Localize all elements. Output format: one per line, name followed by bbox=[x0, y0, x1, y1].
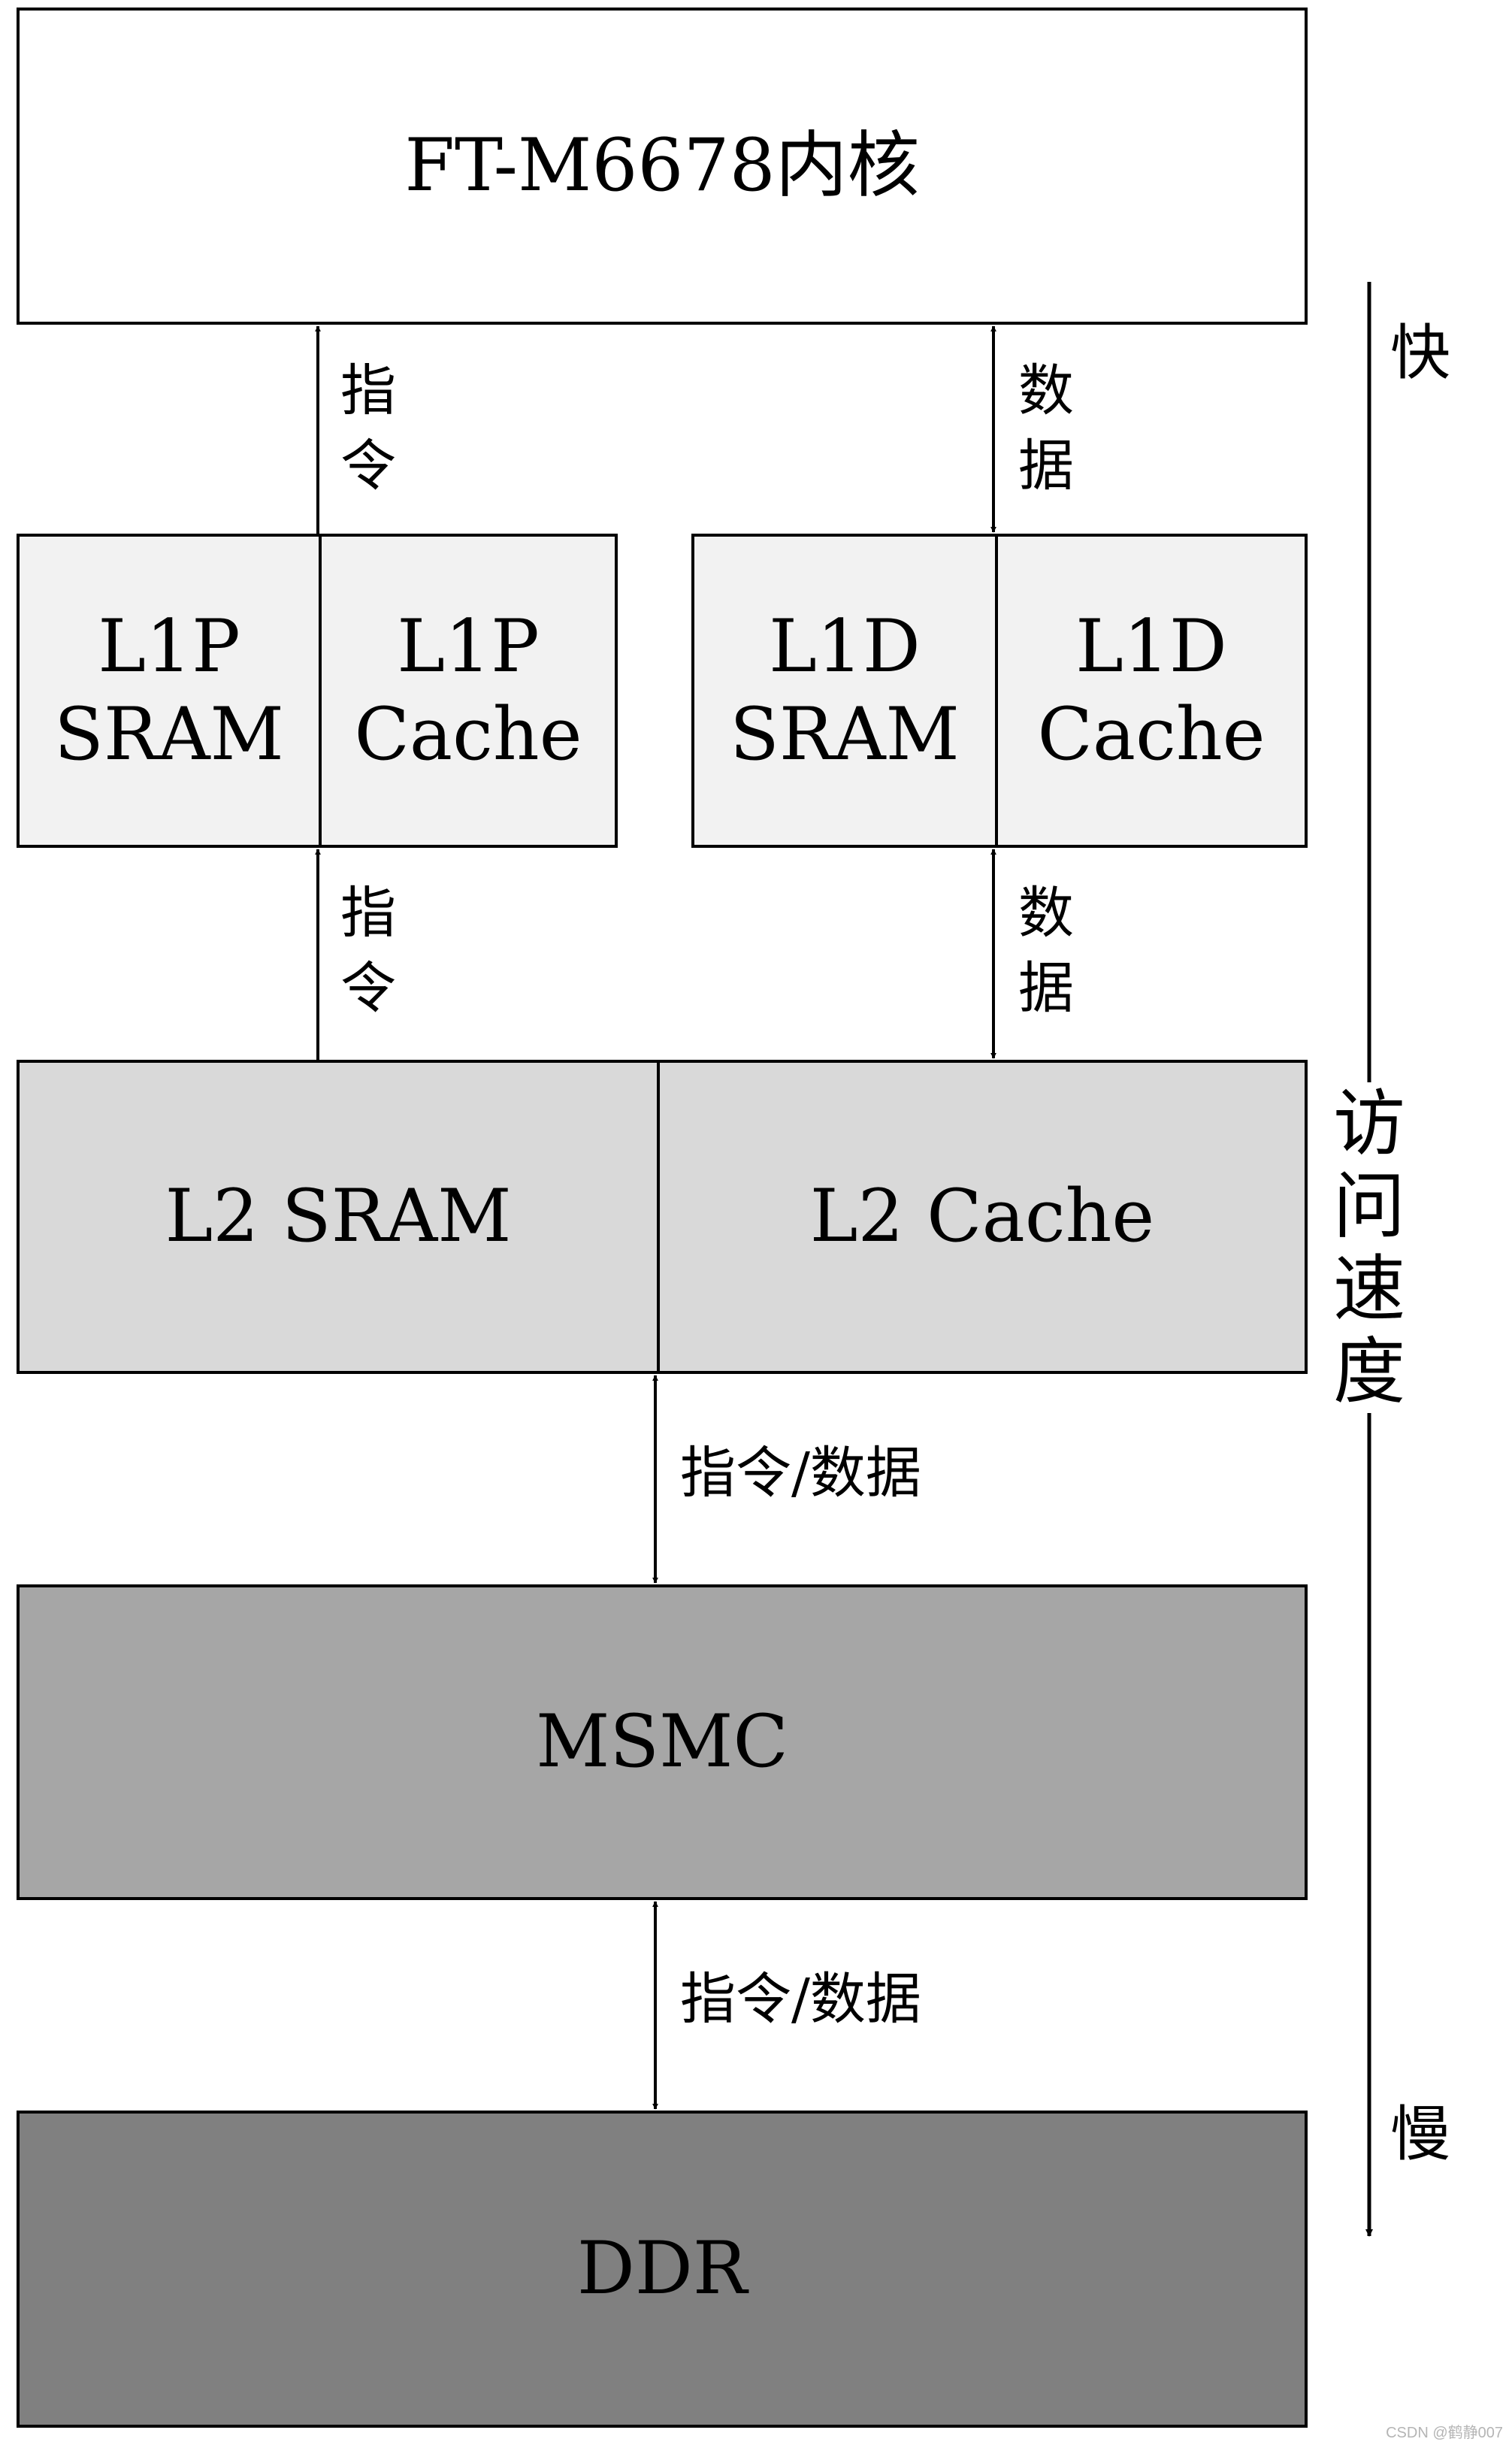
core-label: FT-M6678内核 bbox=[404, 123, 920, 208]
speed-fast-label: 快 bbox=[1390, 318, 1450, 388]
link-label-msmc-ddr: 指令/数据 bbox=[680, 1967, 921, 2032]
core-block: FT-M6678内核 bbox=[17, 8, 1308, 325]
l1p-block: L1P SRAM L1P Cache bbox=[17, 534, 618, 848]
l2-sram-cell: L2 SRAM bbox=[165, 1174, 512, 1259]
msmc-label: MSMC bbox=[536, 1699, 788, 1784]
l1d-block: L1D SRAM L1D Cache bbox=[691, 534, 1308, 848]
link-label-l2-msmc: 指令/数据 bbox=[680, 1441, 921, 1505]
l1p-divider bbox=[319, 537, 322, 845]
ddr-label: DDR bbox=[576, 2226, 748, 2311]
l1p-sram-cell: L1P SRAM bbox=[54, 604, 284, 776]
l2-cache-cell: L2 Cache bbox=[809, 1174, 1155, 1259]
link-label-instruction-mid: 指令 bbox=[340, 881, 396, 1021]
ddr-block: DDR bbox=[17, 2111, 1308, 2428]
l2-block: L2 SRAM L2 Cache bbox=[17, 1060, 1308, 1374]
link-label-data-top: 数据 bbox=[1018, 359, 1074, 498]
l1d-cache-cell: L1D Cache bbox=[1037, 604, 1266, 776]
l1d-sram-cell: L1D SRAM bbox=[730, 604, 960, 776]
watermark-text: CSDN @鹤静007 bbox=[1386, 2425, 1503, 2441]
l2-divider bbox=[657, 1063, 660, 1371]
speed-slow-label: 慢 bbox=[1390, 2099, 1450, 2169]
speed-axis-label: 访问速度 bbox=[1332, 1082, 1407, 1414]
l1d-divider bbox=[995, 537, 998, 845]
msmc-block: MSMC bbox=[17, 1584, 1308, 1900]
link-label-data-mid: 数据 bbox=[1018, 881, 1074, 1021]
l1p-cache-cell: L1P Cache bbox=[354, 604, 582, 776]
link-label-instruction-top: 指令 bbox=[340, 359, 396, 498]
